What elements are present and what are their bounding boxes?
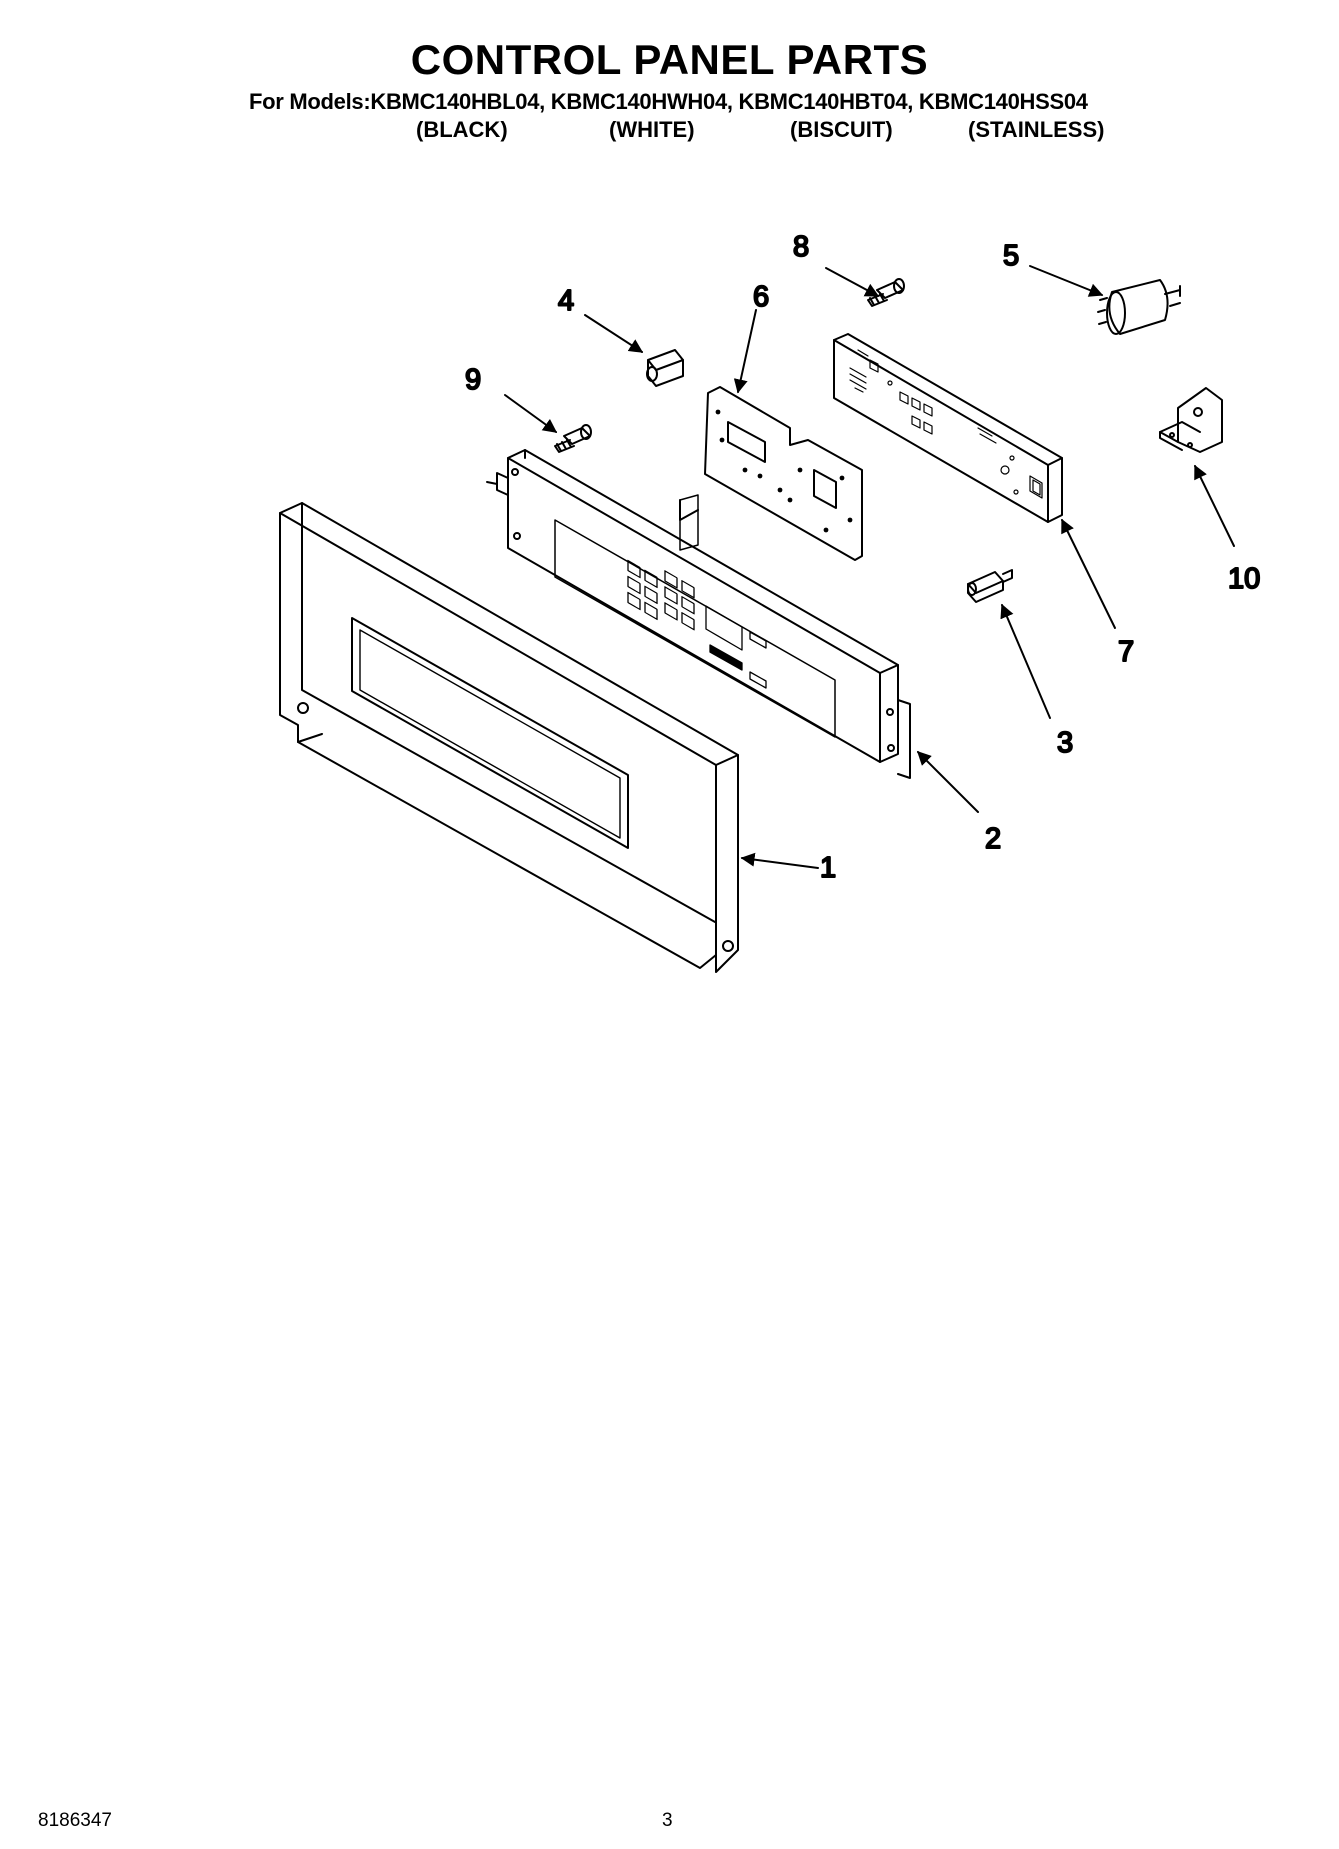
part-3-standoff bbox=[967, 569, 1013, 603]
part-10-bracket bbox=[1159, 387, 1223, 453]
callout-8: 8 bbox=[793, 231, 809, 263]
callout-2: 2 bbox=[985, 823, 1001, 855]
color-label-stainless: (STAINLESS) bbox=[968, 117, 1105, 142]
part-8-screw bbox=[867, 278, 905, 307]
callout-5: 5 bbox=[1003, 240, 1019, 272]
page-title: CONTROL PANEL PARTS bbox=[410, 36, 929, 83]
callout-1: 1 bbox=[820, 852, 836, 884]
callout-6: 6 bbox=[753, 281, 769, 313]
part-2-control-bracket bbox=[486, 449, 911, 779]
callout-4: 4 bbox=[558, 285, 574, 317]
part-5-component bbox=[1097, 279, 1181, 335]
part-4-spacer bbox=[646, 349, 684, 387]
part-7-control-board bbox=[833, 333, 1063, 523]
part-1-panel-trim bbox=[279, 502, 739, 973]
part-9-screw bbox=[554, 424, 592, 453]
color-label-biscuit: (BISCUIT) bbox=[790, 117, 893, 142]
models-line: For Models:KBMC140HBL04, KBMC140HWH04, K… bbox=[249, 89, 1088, 114]
part-number: 8186347 bbox=[38, 1810, 112, 1831]
part-6-board-bracket bbox=[679, 386, 863, 561]
callout-7: 7 bbox=[1118, 636, 1134, 668]
color-label-white: (WHITE) bbox=[609, 117, 695, 142]
color-label-black: (BLACK) bbox=[416, 117, 508, 142]
page-number: 3 bbox=[662, 1810, 673, 1831]
callout-3: 3 bbox=[1057, 727, 1073, 759]
callout-9: 9 bbox=[465, 364, 481, 396]
callout-10: 10 bbox=[1228, 563, 1260, 595]
callout-arrows bbox=[504, 265, 1235, 869]
